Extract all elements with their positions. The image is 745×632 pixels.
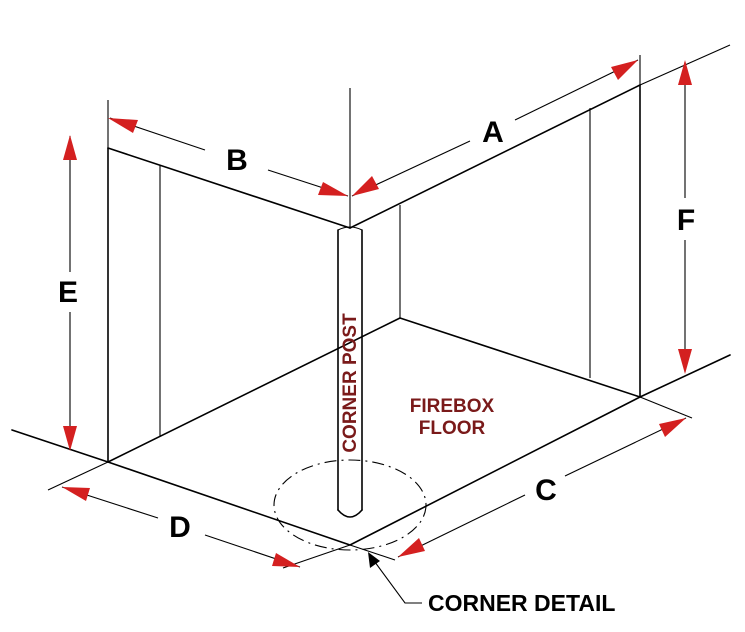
dimension-d [61, 486, 301, 568]
arrow-f-top [678, 60, 692, 85]
corner-detail-circle [273, 459, 427, 551]
arrow-c-right [659, 418, 686, 437]
label-a: A [482, 116, 504, 149]
arrow-b-left [108, 118, 138, 133]
dimension-c [397, 417, 687, 558]
dimension-f [678, 60, 692, 374]
left-wall [107, 100, 401, 463]
arrow-f-bottom [678, 349, 692, 374]
firebox-floor-label-line1: FIREBOX [410, 396, 495, 417]
corner-post [337, 88, 363, 518]
label-b: B [226, 144, 248, 177]
dimension-e [63, 135, 77, 451]
label-d: D [169, 511, 191, 544]
corner-detail-label: CORNER DETAIL [428, 590, 615, 616]
arrow-e-top [63, 135, 77, 160]
corner-post-label: CORNER POST [340, 313, 361, 453]
right-wall [349, 44, 731, 398]
firebox-floor-label-line2: FLOOR [419, 418, 486, 439]
arrow-d-right [272, 553, 300, 567]
arrow-d-left [62, 487, 90, 501]
extension-lines [47, 396, 693, 569]
arrow-a-left [352, 176, 379, 196]
arrow-e-bottom [63, 426, 77, 451]
floor-outline [11, 317, 731, 546]
label-e: E [58, 276, 78, 309]
label-c: C [535, 474, 557, 507]
label-f: F [677, 204, 695, 237]
arrow-c-left [398, 538, 425, 557]
arrow-b-right [318, 182, 348, 196]
dimension-a [351, 59, 639, 197]
corner-detail-leader [368, 552, 422, 604]
arrow-a-right [611, 60, 638, 80]
dimension-b [108, 117, 349, 197]
